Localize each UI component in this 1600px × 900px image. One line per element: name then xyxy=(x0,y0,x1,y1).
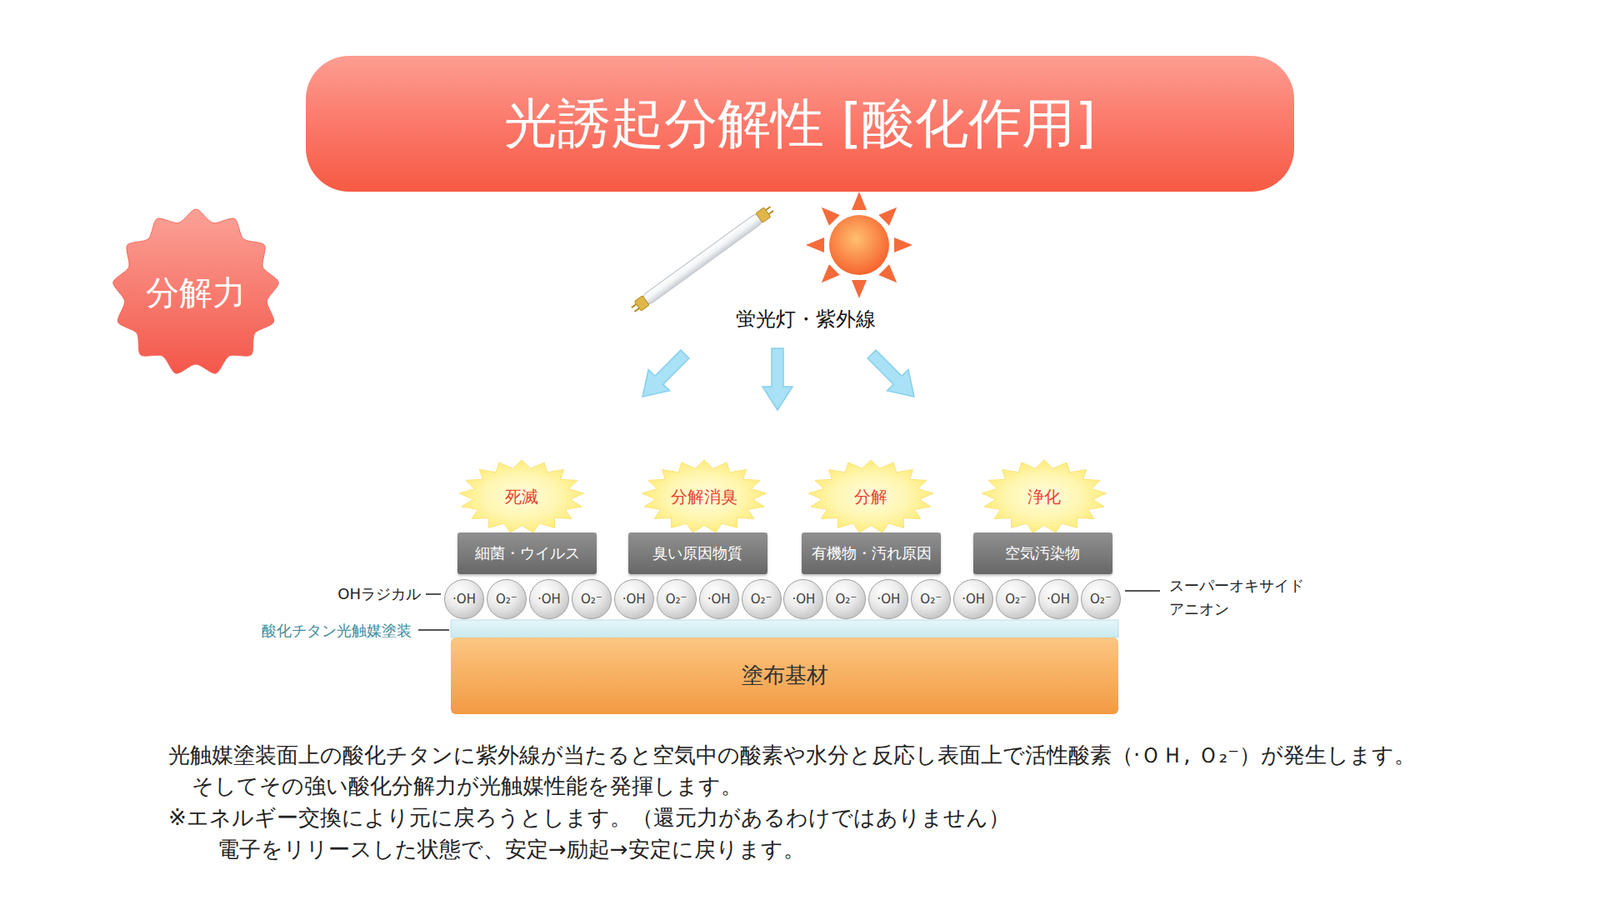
radical-ball: ·OH xyxy=(699,579,740,620)
node-text: 分解 xyxy=(854,486,888,507)
part-label: スーパーオキサイド アニオン xyxy=(1169,574,1320,621)
node-text: 死滅 xyxy=(505,486,539,507)
shape-outline xyxy=(113,209,280,374)
leader-line xyxy=(1125,590,1160,592)
note-text: 電子をリリースした状態で、安定→励起→安定に戻ります。 xyxy=(217,836,805,863)
effect-starburst: 分解 xyxy=(808,460,934,534)
radical-ball: O₂⁻ xyxy=(995,579,1036,620)
note-text: 光触媒塗装面上の酸化チタンに紫外線が当たると空気中の酸素や水分と反応し表面上で活… xyxy=(168,742,1416,769)
badge-starburst: 分解力 xyxy=(112,209,280,376)
node-text: ·OH xyxy=(707,591,731,607)
note-text: ※エネルギー交換により元に戻ろうとします。（還元力があるわけではありません） xyxy=(168,805,1010,831)
part-label: OHラジカル xyxy=(337,585,421,604)
node-text: 分解消臭 xyxy=(670,486,738,507)
node-text: O₂⁻ xyxy=(580,591,603,607)
node-text: 空気汚染物 xyxy=(1005,544,1080,563)
radical-ball: ·OH xyxy=(529,579,570,620)
shape-outline xyxy=(808,460,933,533)
target-box: 空気汚染物 xyxy=(973,532,1113,575)
radical-ball: O₂⁻ xyxy=(825,579,866,620)
target-box: 細菌・ウイルス xyxy=(457,532,597,575)
radical-ball: O₂⁻ xyxy=(741,579,782,620)
node-text: O₂⁻ xyxy=(1005,591,1027,607)
node-text: O₂⁻ xyxy=(835,591,857,607)
node-text: ·OH xyxy=(961,591,985,607)
substrate-block: 塗布基材 xyxy=(450,637,1119,715)
radical-ball: O₂⁻ xyxy=(571,579,612,620)
radical-ball: ·OH xyxy=(1038,579,1079,620)
node-text: ·OH xyxy=(622,591,646,607)
node-text: ·OH xyxy=(537,591,561,607)
node-text: O₂⁻ xyxy=(665,591,688,607)
node-text: 臭い原因物質 xyxy=(652,544,743,563)
node-text: O₂⁻ xyxy=(495,591,518,607)
node-text: 塗布基材 xyxy=(741,662,829,689)
node-text: 分解力 xyxy=(145,272,246,313)
radical-ball: ·OH xyxy=(444,579,485,620)
shape-outline xyxy=(459,460,584,533)
leader-line xyxy=(418,629,450,631)
sun-icon xyxy=(805,191,913,299)
shape-outline xyxy=(981,460,1106,533)
node-text: O₂⁻ xyxy=(1090,591,1112,607)
note-text: そしてその強い酸化分解力が光触媒性能を発揮します。 xyxy=(191,773,743,800)
part-label: 酸化チタン光触媒塗装 xyxy=(261,621,412,640)
light-source-label: 蛍光灯・紫外線 xyxy=(735,307,876,332)
radical-ball: O₂⁻ xyxy=(1080,579,1121,620)
node-text: 有機物・汚れ原因 xyxy=(811,544,932,563)
target-box: 臭い原因物質 xyxy=(628,532,768,575)
radical-ball: ·OH xyxy=(953,579,994,620)
node-text: ·OH xyxy=(452,591,476,607)
shape-outline xyxy=(641,460,766,533)
node-text: 浄化 xyxy=(1027,486,1061,507)
coating-layer xyxy=(450,620,1119,638)
radical-ball: ·OH xyxy=(783,579,824,620)
radical-ball: ·OH xyxy=(868,579,909,620)
light-arrows xyxy=(631,343,925,410)
radical-ball: ·OH xyxy=(614,579,655,620)
target-box: 有機物・汚れ原因 xyxy=(801,532,941,575)
radical-ball: O₂⁻ xyxy=(910,579,951,620)
effect-starburst: 浄化 xyxy=(981,460,1107,534)
effect-starburst: 分解消臭 xyxy=(641,460,767,534)
effect-starburst: 死滅 xyxy=(459,460,585,534)
node-text: ·OH xyxy=(1046,591,1070,607)
node-text: 細菌・ウイルス xyxy=(475,544,580,563)
title-text: 光誘起分解性 [酸化作用] xyxy=(504,91,1096,156)
node-text: O₂⁻ xyxy=(920,591,942,607)
title-banner: 光誘起分解性 [酸化作用] xyxy=(305,55,1295,192)
fluorescent-tube xyxy=(630,204,776,315)
radical-ball: O₂⁻ xyxy=(656,579,697,620)
node-text: ·OH xyxy=(876,591,900,607)
node-text: O₂⁻ xyxy=(750,591,773,607)
radical-ball: O₂⁻ xyxy=(486,579,527,620)
leader-line xyxy=(425,593,441,595)
node-text: ·OH xyxy=(792,591,816,607)
